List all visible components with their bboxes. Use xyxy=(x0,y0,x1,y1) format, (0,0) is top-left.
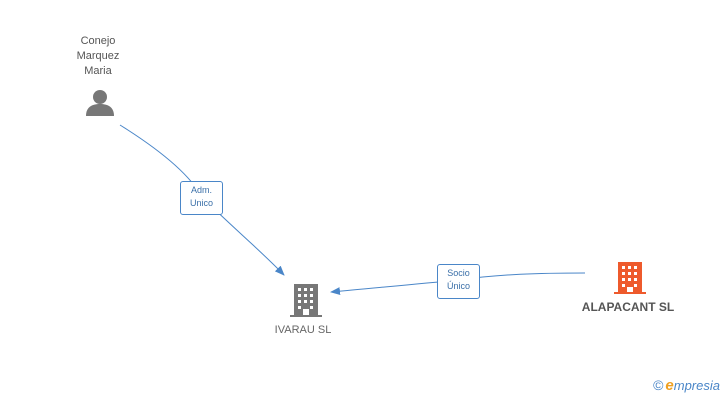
person-name-line-1: Conejo xyxy=(80,35,116,47)
edge-adm-label: Adm. Unico xyxy=(180,181,223,215)
edge-adm-label-line-1: Adm. xyxy=(190,185,212,195)
empresia-watermark[interactable]: ©empresia xyxy=(653,377,720,394)
ivarau-name-label[interactable]: IVARAU SL xyxy=(274,324,332,336)
ivarau-building-icon[interactable] xyxy=(290,284,322,317)
copyright-symbol: © xyxy=(653,377,664,393)
empresia-logo-text: mpresia xyxy=(673,378,720,393)
edge-socio-label-line-1: Socio xyxy=(447,268,470,278)
alapacant-building-icon[interactable] xyxy=(614,262,646,294)
person-icon[interactable] xyxy=(86,90,114,116)
edge-socio-label: Socio Único xyxy=(437,264,480,299)
person-name-line-2: Marquez xyxy=(76,50,120,62)
person-name-label[interactable]: Conejo Marquez Maria xyxy=(58,34,138,79)
edge-socio-label-line-2: Único xyxy=(446,281,470,291)
person-name-line-3: Maria xyxy=(84,65,112,77)
alapacant-name-label[interactable]: ALAPACANT SL xyxy=(581,300,675,314)
edge-adm-label-line-2: Unico xyxy=(189,198,213,208)
empresia-logo-initial: e xyxy=(665,377,674,394)
